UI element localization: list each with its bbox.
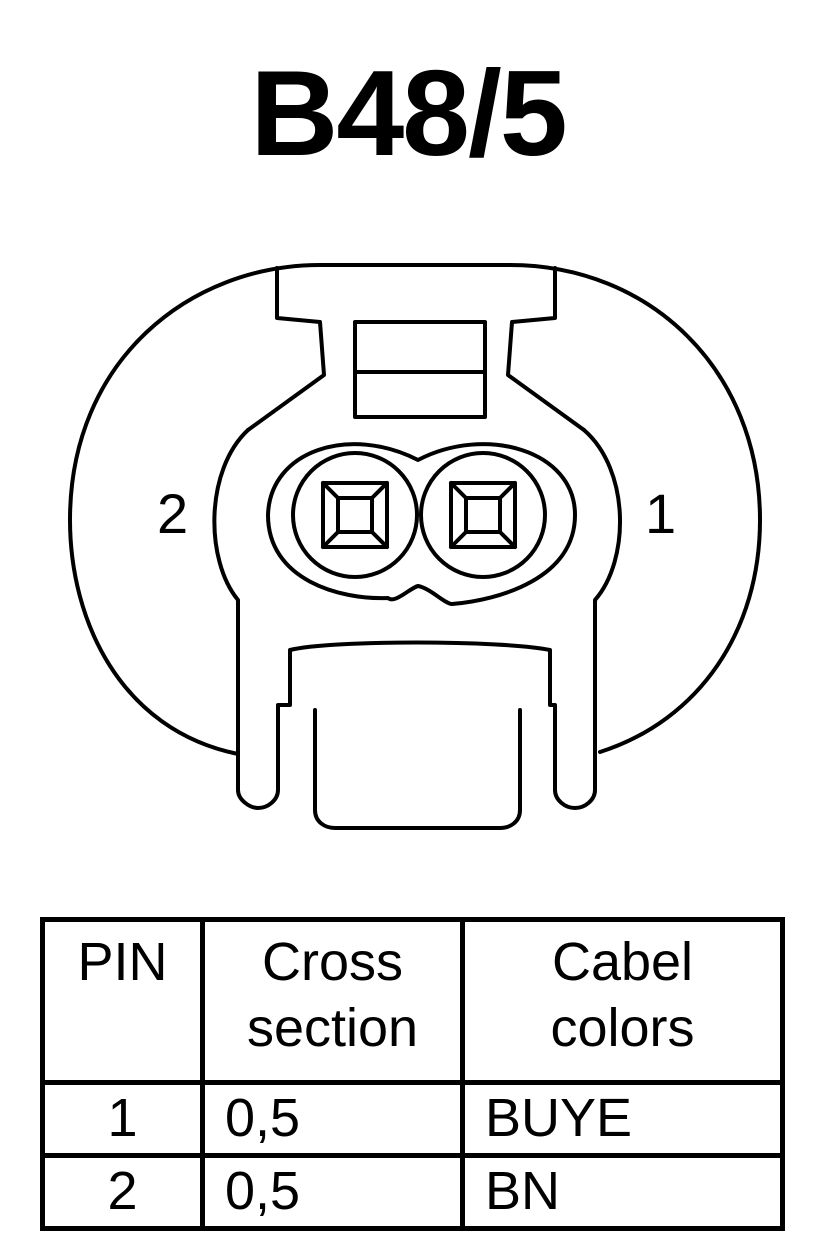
header-pin: PIN [40, 917, 205, 1085]
table-header-row: PIN Cross section Cabel colors [40, 917, 785, 1085]
cell-pin: 1 [40, 1080, 205, 1158]
contact-cavity [266, 442, 577, 606]
cell-cable-color: BN [460, 1153, 785, 1231]
header-cable-colors: Cabel colors [460, 917, 785, 1085]
header-pin-line-1: PIN [77, 932, 168, 992]
connector-housing-outline [68, 263, 762, 756]
connector-title: B48/5 [250, 45, 568, 181]
pin-assignment-table: PIN Cross section Cabel colors 1 0,5 BUY… [40, 917, 785, 1231]
cell-cross-section: 0,5 [200, 1153, 465, 1231]
header-cable-colors-line-1: Cabel [551, 932, 694, 992]
pin-label-right: 1 [645, 482, 676, 545]
pin-label-left: 2 [157, 482, 188, 545]
cell-cable-color: BUYE [460, 1080, 785, 1158]
cell-cross-section: 0,5 [200, 1080, 465, 1158]
header-cable-colors-line-2: colors [550, 997, 695, 1058]
terminal-pin-1 [419, 451, 547, 579]
lower-key-block [313, 708, 522, 830]
latch-window [353, 320, 487, 419]
table-row: 1 0,5 BUYE [40, 1080, 785, 1158]
cell-pin: 2 [40, 1153, 205, 1231]
header-cross-section: Cross section [200, 917, 465, 1085]
header-cross-section-line-1: Cross [261, 932, 403, 992]
header-cross-section-line-2: section [246, 997, 419, 1058]
connector-diagram: 2 1 [68, 263, 762, 830]
table-row: 2 0,5 BN [40, 1153, 785, 1231]
connector-inner-body [212, 428, 623, 810]
terminal-pin-2 [291, 451, 419, 579]
connector-latch-tab [246, 266, 586, 432]
